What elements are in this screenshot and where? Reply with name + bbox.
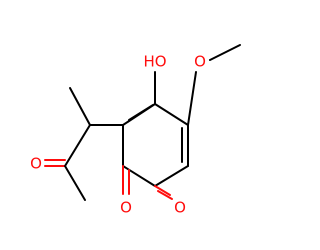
quinone-oxygen-1-label: O	[120, 199, 132, 217]
bond-c3-ome	[187, 71, 197, 126]
bond-co-me	[64, 165, 86, 201]
methoxy-oxygen-label: O	[194, 53, 206, 71]
bonds	[44, 44, 241, 201]
bond-c5-o	[154, 185, 171, 196]
hydroxyl-label: HO	[143, 53, 166, 71]
bond-ome-ch3	[209, 44, 241, 61]
bond-c5-o-double	[157, 190, 173, 200]
bond-ch-me	[69, 87, 91, 126]
ketone-oxygen-label: O	[30, 155, 42, 173]
molecule-diagram: HO O O O O	[30, 44, 241, 217]
bond-ch-co	[64, 124, 91, 167]
quinone-oxygen-2-label: O	[174, 199, 186, 217]
bond-c2-c3	[154, 103, 189, 126]
bond-c1-c2-inner	[128, 104, 154, 121]
atom-labels: HO O O O O	[30, 53, 206, 217]
bond-c5-c6	[122, 165, 156, 187]
bond-c4-c5	[154, 165, 189, 187]
